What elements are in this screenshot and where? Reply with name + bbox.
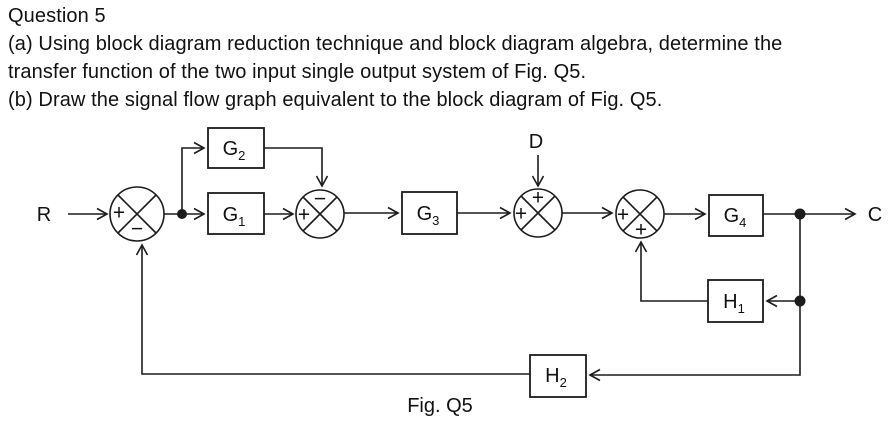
- summing-junction-1: + −: [109, 186, 165, 242]
- block-h2: [529, 354, 587, 398]
- question-part-a-line1: (a) Using block diagram reduction techni…: [8, 33, 783, 55]
- summing-junction-2: + −: [295, 188, 345, 239]
- takeoff-point-2: [794, 208, 806, 220]
- summing-junction-3: + +: [513, 187, 563, 238]
- takeoff-point-1: [177, 209, 187, 219]
- figure-caption: Fig. Q5: [407, 395, 473, 417]
- block-g3-label: G3: [417, 203, 440, 228]
- sum2-top-sign: −: [314, 188, 326, 211]
- question-block: Question 5 (a) Using block diagram reduc…: [8, 2, 782, 114]
- block-g3: [401, 191, 458, 235]
- blocks: [207, 127, 764, 398]
- sum3-left-sign: +: [515, 203, 527, 226]
- disturbance-d-label: D: [529, 131, 543, 153]
- input-r-label: R: [37, 204, 51, 226]
- line-takeoff1-to-g2: [181, 141, 206, 214]
- line-g2-to-sum2: [264, 147, 329, 188]
- block-g2-label: G2: [223, 138, 246, 163]
- takeoff-point-3: [794, 295, 806, 307]
- line-h1-to-sum4: [634, 240, 708, 302]
- summing-junction-4: + +: [615, 189, 665, 242]
- sum1-left-sign: +: [113, 202, 125, 225]
- sum2-left-sign: +: [298, 204, 310, 227]
- block-g1: [207, 192, 265, 235]
- question-title: Question 5: [8, 5, 106, 27]
- signal-lines: [68, 141, 857, 382]
- question-part-b: (b) Draw the signal flow graph equivalen…: [8, 89, 663, 111]
- block-g2: [207, 127, 265, 169]
- block-labels: G2 G1 G3 G4 H1 H2: [223, 138, 747, 390]
- line-h2-to-sum1: [135, 243, 530, 375]
- sum4-bottom-sign: +: [635, 219, 647, 242]
- block-h1-label: H1: [723, 291, 745, 316]
- block-g1-label: G1: [223, 204, 246, 229]
- output-c-label: C: [868, 204, 882, 226]
- block-h2-label: H2: [545, 365, 567, 390]
- line-takeoff2-to-h2: [588, 214, 801, 382]
- block-h1: [707, 279, 764, 323]
- block-g4: [708, 194, 764, 237]
- sum4-left-sign: +: [617, 204, 629, 227]
- sum1-bottom-sign: −: [131, 218, 143, 241]
- sum3-top-sign: +: [532, 187, 544, 210]
- block-g4-label: G4: [724, 205, 747, 230]
- question-part-a-line2: transfer function of the two input singl…: [8, 61, 587, 83]
